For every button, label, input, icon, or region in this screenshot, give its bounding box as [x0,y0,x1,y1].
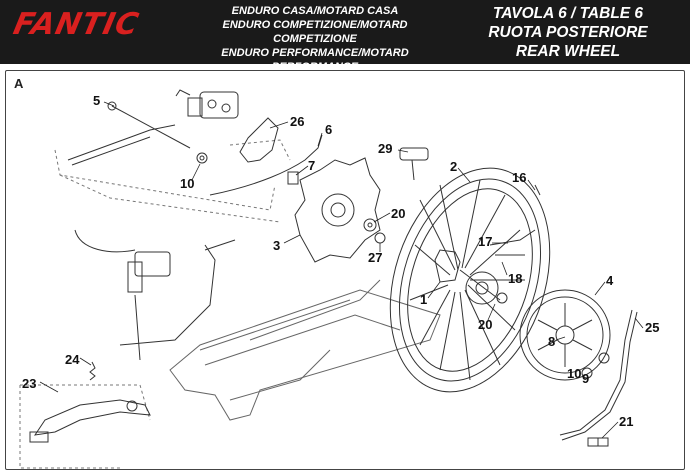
callout-8: 8 [548,334,555,349]
rear-sprocket [519,289,611,381]
callout-17: 17 [478,234,492,249]
bearing-27 [374,232,386,244]
brake-caliper [175,89,239,119]
callout-7: 7 [308,158,315,173]
callout-20-lower: 20 [478,317,492,332]
rear-wheel [389,167,551,393]
nut-10-9 [581,352,610,379]
brake-pin [107,101,191,149]
section-letter: A [14,76,24,91]
spacer-7 [287,171,299,185]
callout-26: 26 [290,114,304,129]
callout-24: 24 [65,352,80,367]
diagram-frame [5,70,685,470]
callout-9: 9 [582,371,589,386]
callout-25: 25 [645,320,659,335]
washer-10 [196,152,208,164]
callout-10: 10 [180,176,194,191]
callout-numbers: 5 26 6 29 2 16 10 7 20 3 27 17 18 4 1 25… [22,93,659,429]
spacer-20 [363,218,377,232]
callout-10-lower: 10 [567,366,581,381]
callout-23: 23 [22,376,36,391]
table-name-it: RUOTA POSTERIORE [488,24,648,41]
leader-lines [39,101,644,439]
guide-lines [19,139,291,469]
callout-16: 16 [512,170,526,185]
drive-chain [559,309,638,441]
table-number: TAVOLA 6 / TABLE 6 [492,5,644,22]
chain-link-21 [587,437,609,447]
brake-disc [294,157,381,263]
callout-1: 1 [420,292,427,307]
callout-18: 18 [508,271,522,286]
callout-6: 6 [325,122,332,137]
table-title: TAVOLA 6 / TABLE 6 RUOTA POSTERIORE REAR… [452,4,684,61]
model-line-2: ENDURO COMPETIZIONE/MOTARD COMPETIZIONE [222,19,408,45]
swingarm [169,279,441,421]
model-line-1: ENDURO CASA/MOTARD CASA [231,5,399,17]
spring-24 [89,361,96,381]
callout-29: 29 [378,141,392,156]
valve-29 [399,147,429,181]
callout-27: 27 [368,250,382,265]
brake-hose-lower-2 [119,244,216,346]
callout-5: 5 [93,93,100,108]
rim-strip-16 [534,184,541,196]
spacer-20-right [496,292,508,304]
brake-hose-upper-2 [71,136,151,166]
brake-hose-lower-3 [204,239,236,251]
brake-hose-upper [67,124,176,161]
callout-3: 3 [273,238,280,253]
callout-20: 20 [391,206,405,221]
table-name-en: REAR WHEEL [515,43,621,60]
callout-2: 2 [450,159,457,174]
caliper-bracket [239,117,279,163]
master-cylinder [127,251,171,361]
callout-4: 4 [606,273,614,288]
brake-hose-lower [74,229,136,253]
brake-pedal [29,399,151,443]
callout-21: 21 [619,414,633,429]
hose-6 [209,134,323,196]
